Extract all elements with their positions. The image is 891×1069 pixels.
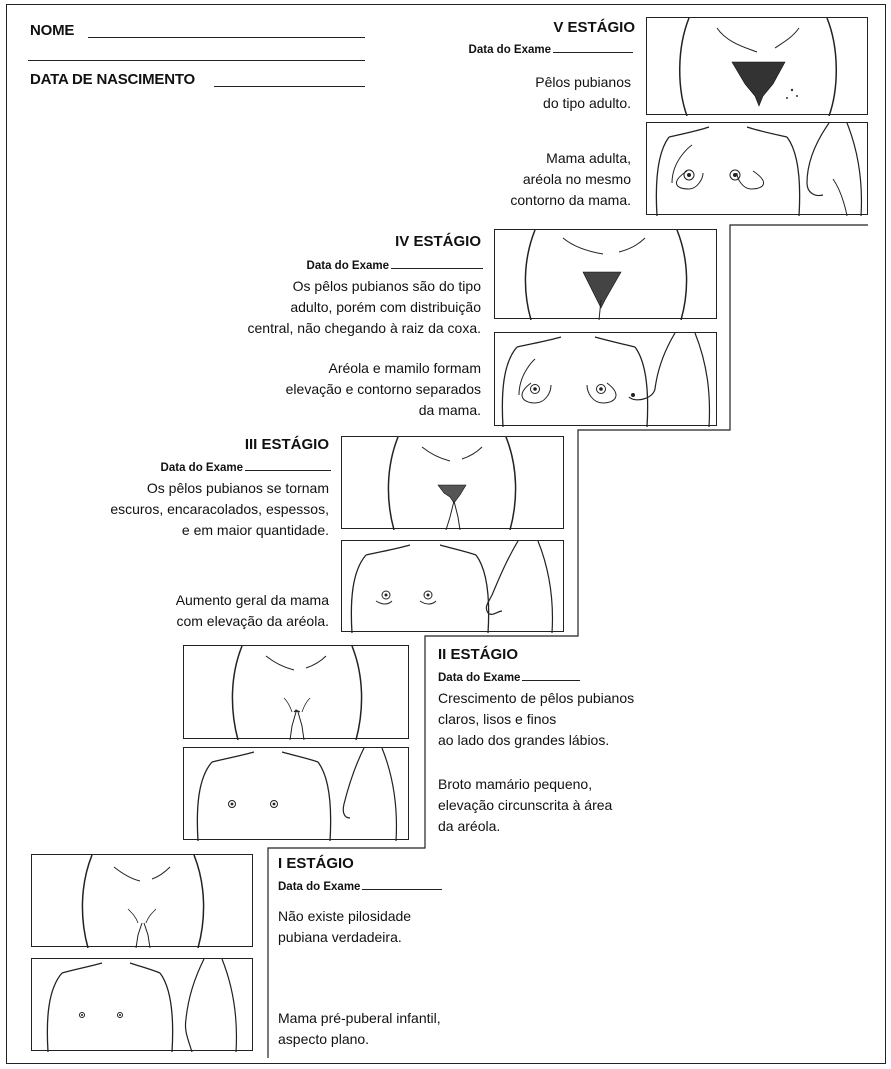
stage-v-breast-description: Mama adulta, aréola no mesmo contorno da… — [510, 148, 631, 211]
stage-ii-pubic-illustration — [183, 645, 409, 739]
stage-iv-breast-illustration — [494, 332, 717, 426]
stage-iii-title: III ESTÁGIO — [245, 436, 329, 453]
stage-iv-date-label: Data do Exame — [307, 260, 389, 272]
stage-i-pubic-description: Não existe pilosidade pubiana verdadeira… — [278, 906, 411, 948]
stage-v-breast-illustration — [646, 122, 868, 215]
stage-ii-date-label: Data do Exame — [438, 672, 520, 684]
stage-v-exam-date[interactable]: Data do Exame — [469, 44, 633, 56]
birth-date-label: DATA DE NASCIMENTO — [30, 71, 195, 88]
stage-v-pubic-illustration — [646, 17, 868, 115]
stage-ii-title: II ESTÁGIO — [438, 646, 518, 663]
stage-iv-pubic-illustration — [494, 229, 717, 319]
stage-i-breast-description: Mama pré-puberal infantil, aspecto plano… — [278, 1008, 441, 1050]
stage-iii-pubic-illustration — [341, 436, 564, 529]
stage-iii-date-field[interactable] — [245, 470, 331, 471]
stage-iv-breast-description: Aréola e mamilo formam elevação e contor… — [286, 358, 481, 421]
stage-iv-date-field[interactable] — [391, 268, 483, 269]
stage-v-pubic-description: Pêlos pubianos do tipo adulto. — [535, 72, 631, 114]
stage-i-breast-illustration — [31, 958, 253, 1051]
stage-ii-breast-description: Broto mamário pequeno, elevação circunsc… — [438, 774, 612, 837]
stage-i-exam-date[interactable]: Data do Exame — [278, 881, 442, 893]
stage-iii-breast-description: Aumento geral da mama com elevação da ar… — [176, 590, 329, 632]
stage-i-date-label: Data do Exame — [278, 881, 360, 893]
stage-iii-breast-illustration — [341, 540, 564, 632]
stage-i-pubic-illustration — [31, 854, 253, 947]
stage-ii-date-field[interactable] — [522, 680, 580, 681]
stage-iii-date-label: Data do Exame — [161, 462, 243, 474]
birth-date-field[interactable] — [214, 86, 365, 87]
stage-iv-pubic-description: Os pêlos pubianos são do tipo adulto, po… — [248, 276, 482, 339]
stage-v-title: V ESTÁGIO — [553, 19, 635, 36]
header-divider — [28, 60, 365, 61]
stage-ii-breast-illustration — [183, 747, 409, 840]
stage-ii-pubic-description: Crescimento de pêlos pubianos claros, li… — [438, 688, 634, 751]
stage-v-date-field[interactable] — [553, 52, 633, 53]
name-field[interactable] — [88, 37, 365, 38]
stage-iii-pubic-description: Os pêlos pubianos se tornam escuros, enc… — [110, 478, 329, 541]
stage-i-title: I ESTÁGIO — [278, 855, 354, 872]
stage-i-date-field[interactable] — [362, 889, 442, 890]
stage-iv-exam-date[interactable]: Data do Exame — [307, 260, 483, 272]
stage-ii-exam-date[interactable]: Data do Exame — [438, 672, 580, 684]
stage-iii-exam-date[interactable]: Data do Exame — [161, 462, 331, 474]
stage-v-date-label: Data do Exame — [469, 44, 551, 56]
stage-iv-title: IV ESTÁGIO — [395, 233, 481, 250]
name-label: NOME — [30, 22, 74, 39]
